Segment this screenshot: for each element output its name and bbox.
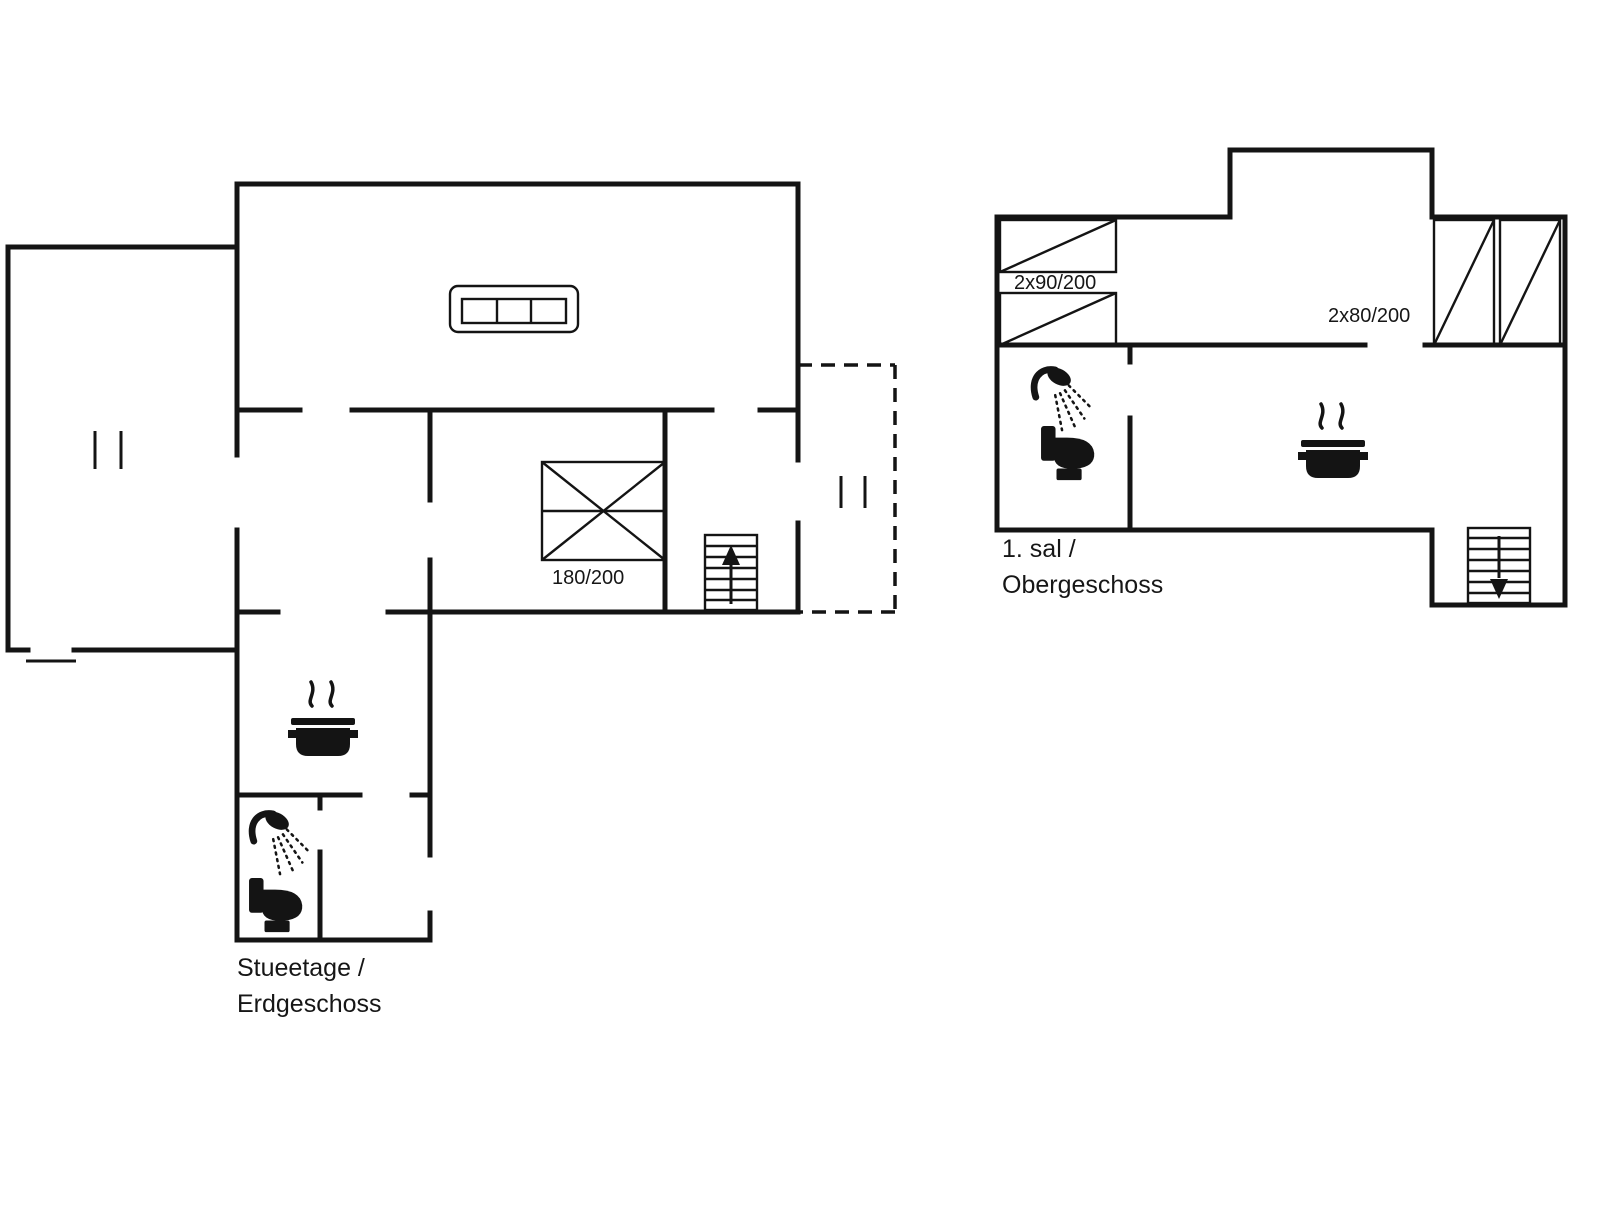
window-symbol: [93, 431, 123, 469]
bed-size-label: 2x90/200: [1014, 272, 1096, 294]
bed-icon: [1432, 218, 1496, 347]
upper-floor-title-line1: 1. sal /: [1002, 535, 1076, 563]
ground-floor-plan: 180/200 Stueetage / Erdgeschoss: [5, 181, 897, 1018]
bed-icon: [540, 460, 667, 562]
bed-icon: [998, 218, 1118, 274]
ground-floor-interior-walls: [234, 407, 801, 943]
terrace-annex-walls: [5, 244, 240, 663]
toilet-icon: [1041, 426, 1095, 481]
upper-floor-outer-walls: [994, 147, 1568, 608]
stairs-down-icon: [1466, 526, 1532, 605]
stairs-up-icon: [703, 533, 759, 612]
shower-icon: [1034, 364, 1091, 430]
dashed-terrace-outline: [798, 363, 897, 614]
upper-floor-interior-walls: [994, 342, 1568, 533]
cooking-pot-icon: [1298, 402, 1368, 480]
upper-floor-title-line2: Obergeschoss: [1002, 571, 1163, 599]
bed-icon: [998, 291, 1118, 347]
window-symbol: [839, 476, 867, 508]
upper-floor-plan: 2x90/200 2x80/200 1. sal /: [994, 147, 1568, 608]
ground-floor-title-line1: Stueetage /: [237, 954, 365, 982]
sofa-icon: [448, 284, 580, 334]
bed-icon: [1498, 218, 1562, 347]
ground-floor-title-line2: Erdgeschoss: [237, 990, 382, 1018]
bed-size-label: 2x80/200: [1328, 305, 1410, 327]
shower-icon: [252, 808, 309, 874]
cooking-pot-icon: [288, 680, 358, 758]
bed-size-label: 180/200: [552, 567, 624, 589]
toilet-icon: [249, 878, 303, 933]
ground-floor-outer-walls: [234, 181, 801, 943]
